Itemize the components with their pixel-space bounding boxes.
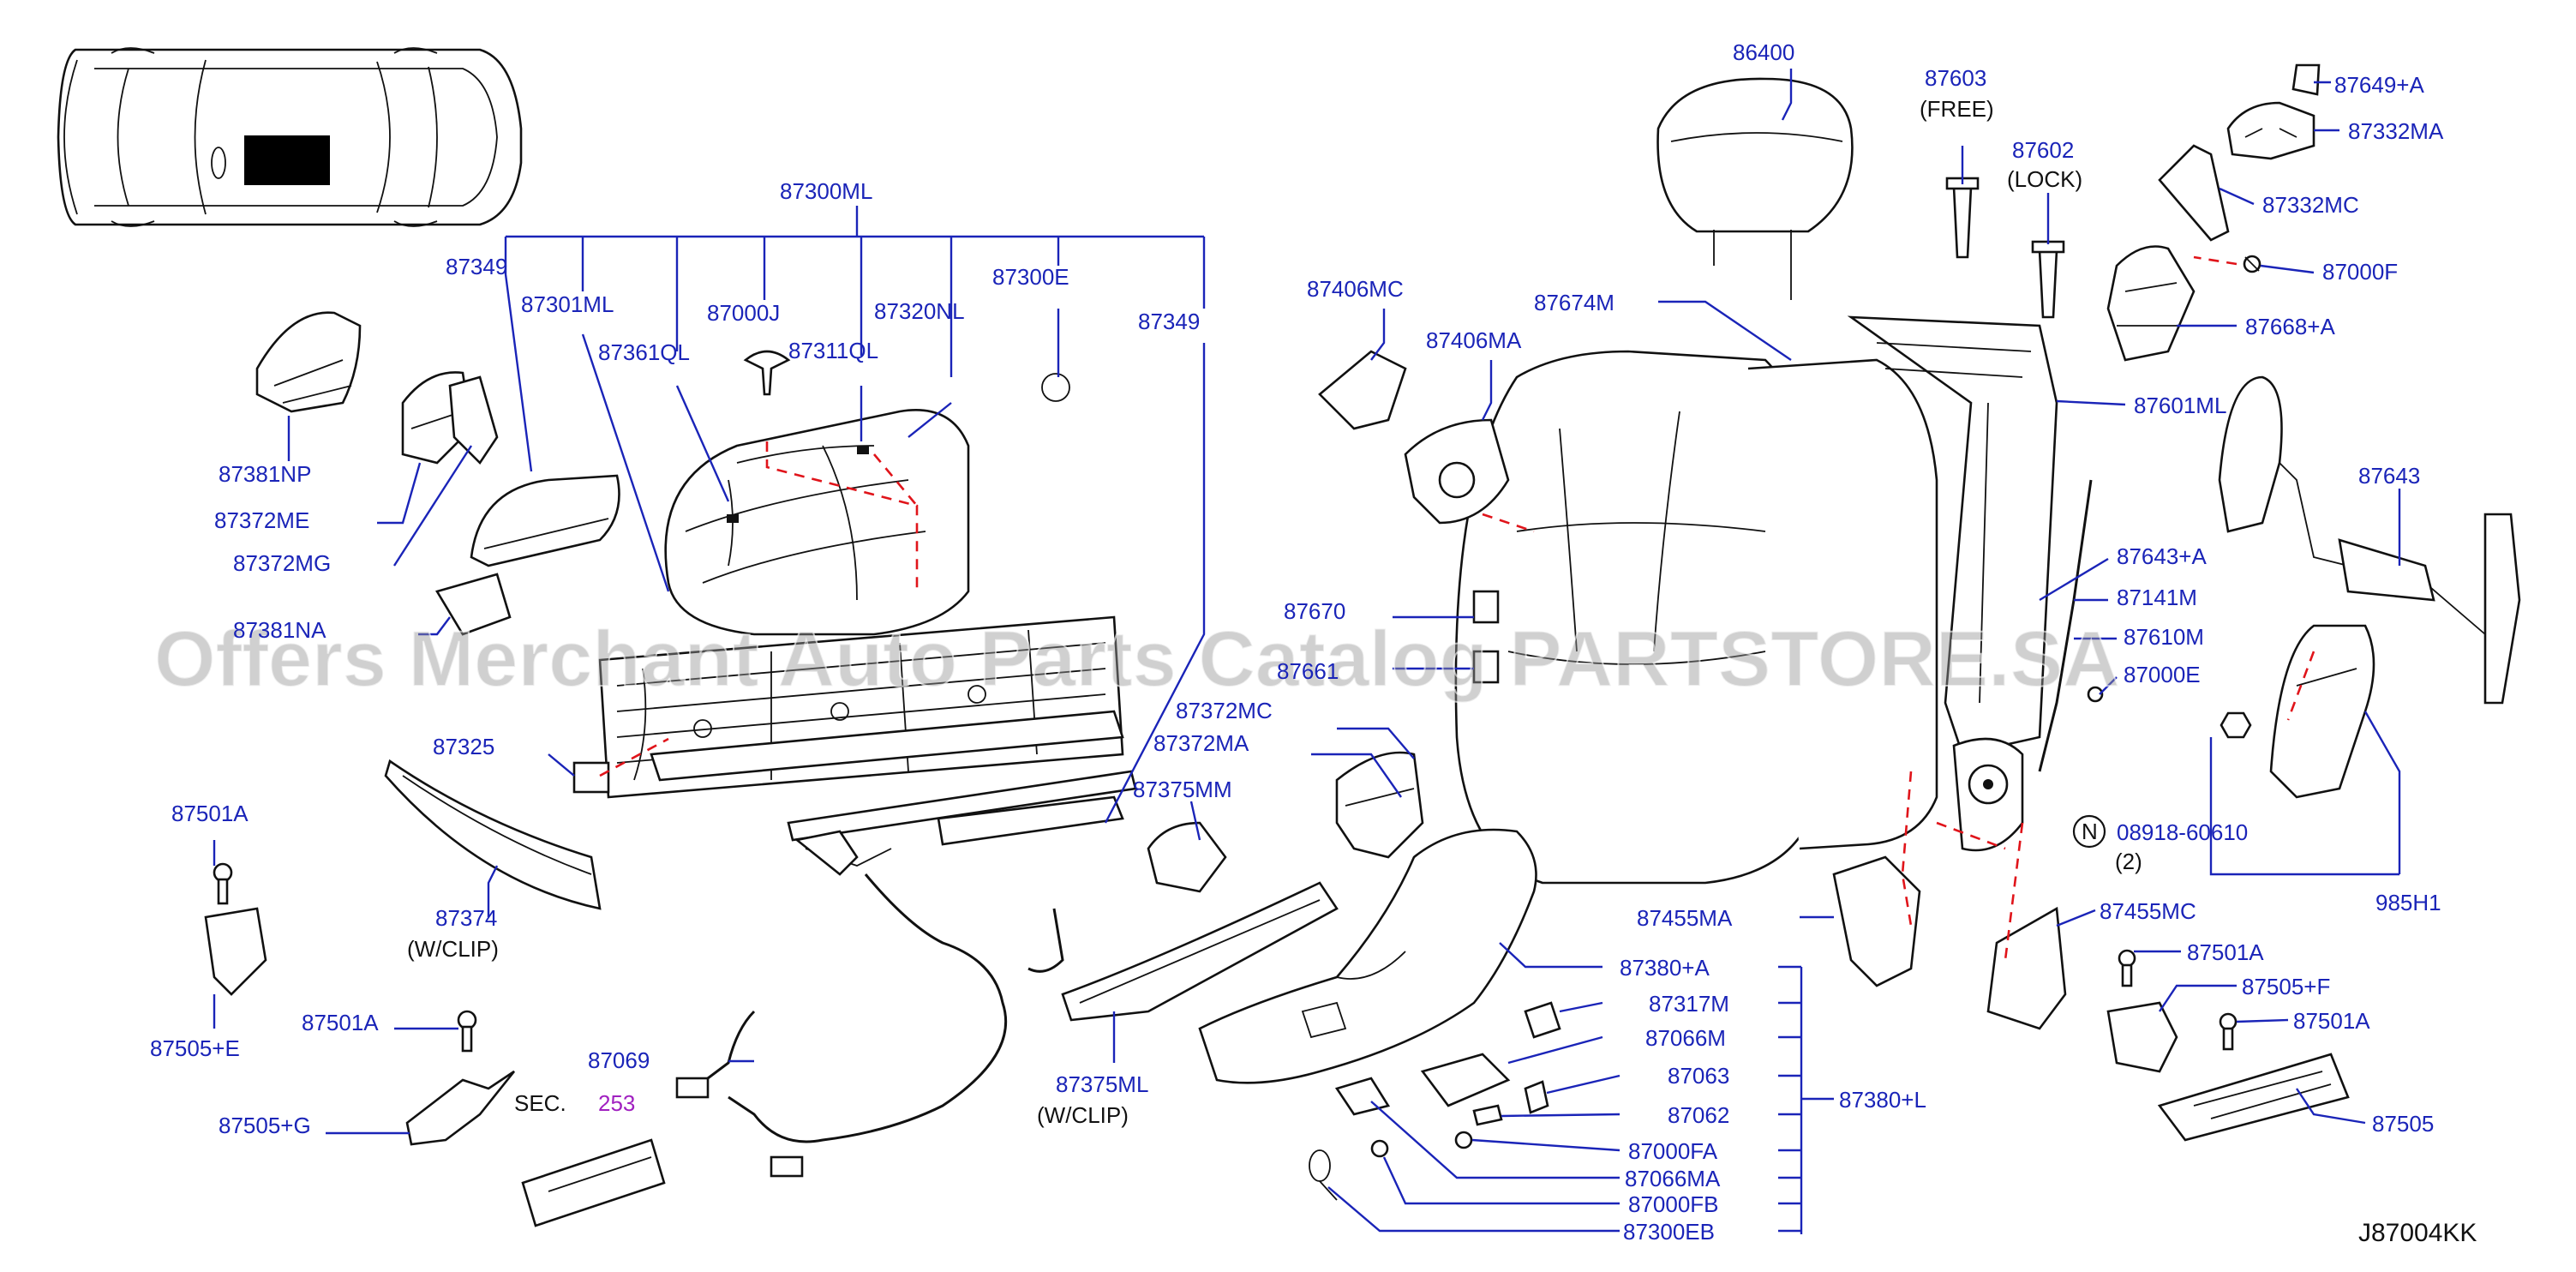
label-86400[interactable]: 86400 xyxy=(1733,39,1794,65)
label-87674M[interactable]: 87674M xyxy=(1534,290,1614,315)
seat-cushion-assembly xyxy=(204,311,1424,1227)
label-87375MM[interactable]: 87375MM xyxy=(1133,777,1232,802)
label-87381NA[interactable]: 87381NA xyxy=(233,617,326,643)
label-87455MA[interactable]: 87455MA xyxy=(1637,905,1733,931)
car-locator-thumbnail xyxy=(57,47,523,227)
label-87643A[interactable]: 87643+A xyxy=(2117,543,2207,569)
label-87372ME[interactable]: 87372ME xyxy=(214,507,309,533)
label-87501A-3[interactable]: 87501A xyxy=(2187,939,2264,965)
label-87375ML-note: (W/CLIP) xyxy=(1037,1102,1129,1128)
label-87501A-1[interactable]: 87501A xyxy=(171,801,249,826)
car-seat-location-marker xyxy=(244,135,330,185)
label-87505F[interactable]: 87505+F xyxy=(2242,974,2330,999)
label-87455MC[interactable]: 87455MC xyxy=(2100,898,2196,924)
label-87332MC[interactable]: 87332MC xyxy=(2262,192,2359,218)
label-87380L[interactable]: 87380+L xyxy=(1839,1087,1926,1113)
label-87374-note: (W/CLIP) xyxy=(407,936,499,962)
label-87501A-2[interactable]: 87501A xyxy=(302,1010,379,1035)
label-87601ML[interactable]: 87601ML xyxy=(2134,393,2226,418)
label-87301ML[interactable]: 87301ML xyxy=(521,291,614,317)
label-87372MC[interactable]: 87372MC xyxy=(1176,698,1273,723)
seat-back-assembly xyxy=(1318,63,2521,1142)
label-87505G[interactable]: 87505+G xyxy=(219,1113,311,1138)
label-87000F[interactable]: 87000F xyxy=(2322,259,2398,285)
label-87406MC[interactable]: 87406MC xyxy=(1307,276,1404,302)
dashed-assembly-leaders xyxy=(599,255,2315,961)
label-87066MA[interactable]: 87066MA xyxy=(1625,1166,1721,1191)
label-87063[interactable]: 87063 xyxy=(1668,1063,1729,1089)
label-87066M[interactable]: 87066M xyxy=(1645,1025,1726,1051)
label-87602-note: (LOCK) xyxy=(2007,166,2082,192)
label-87349-left[interactable]: 87349 xyxy=(446,254,507,279)
part-labels: 87300ML 87349 87301ML 87000J 87320NL 873… xyxy=(150,39,2477,1247)
label-87406MA[interactable]: 87406MA xyxy=(1426,327,1522,353)
label-87610M[interactable]: 87610M xyxy=(2124,624,2204,650)
label-87375ML[interactable]: 87375ML xyxy=(1056,1071,1148,1097)
label-87000FB[interactable]: 87000FB xyxy=(1628,1191,1719,1217)
label-87372MA[interactable]: 87372MA xyxy=(1153,730,1249,756)
label-87649A[interactable]: 87649+A xyxy=(2334,72,2424,98)
label-87062[interactable]: 87062 xyxy=(1668,1102,1729,1128)
label-87603[interactable]: 87603 xyxy=(1925,65,1986,91)
label-87320NL[interactable]: 87320NL xyxy=(874,298,965,324)
label-87069[interactable]: 87069 xyxy=(588,1047,650,1073)
label-87000FA[interactable]: 87000FA xyxy=(1628,1138,1718,1164)
label-87501A-4[interactable]: 87501A xyxy=(2293,1008,2370,1034)
sec-253-link[interactable]: 253 xyxy=(598,1090,635,1116)
label-87602[interactable]: 87602 xyxy=(2012,137,2074,163)
sec-label: SEC. xyxy=(514,1090,566,1116)
label-87300ML[interactable]: 87300ML xyxy=(780,178,872,204)
label-87000E[interactable]: 87000E xyxy=(2124,662,2201,687)
label-87505E[interactable]: 87505+E xyxy=(150,1035,240,1061)
label-87332MA[interactable]: 87332MA xyxy=(2348,118,2444,144)
label-87349-right[interactable]: 87349 xyxy=(1138,309,1200,334)
label-87374[interactable]: 87374 xyxy=(435,905,497,931)
label-87317M[interactable]: 87317M xyxy=(1649,991,1729,1017)
label-87311QL[interactable]: 87311QL xyxy=(788,338,878,363)
label-87325[interactable]: 87325 xyxy=(433,734,494,759)
label-87000J[interactable]: 87000J xyxy=(707,300,780,326)
label-87668A[interactable]: 87668+A xyxy=(2245,314,2335,339)
label-87300EB[interactable]: 87300EB xyxy=(1623,1219,1715,1245)
label-985H1[interactable]: 985H1 xyxy=(2375,890,2441,915)
label-08918-60610[interactable]: 08918-60610 xyxy=(2117,819,2248,845)
n-mark-circle xyxy=(2072,814,2106,849)
seat-adjuster-parts xyxy=(1198,828,1561,1201)
label-87300E[interactable]: 87300E xyxy=(992,264,1069,290)
label-87372MG[interactable]: 87372MG xyxy=(233,550,331,576)
label-87603-note: (FREE) xyxy=(1920,96,1994,122)
label-87661[interactable]: 87661 xyxy=(1277,658,1339,684)
callout-lines xyxy=(213,69,2401,1234)
label-87380A[interactable]: 87380+A xyxy=(1620,955,1710,981)
label-87381NP[interactable]: 87381NP xyxy=(219,461,311,487)
label-87643[interactable]: 87643 xyxy=(2358,463,2420,489)
diagram-code: J87004KK xyxy=(2358,1219,2477,1247)
label-08918-qty: (2) xyxy=(2115,849,2142,874)
label-87361QL[interactable]: 87361QL xyxy=(598,339,690,365)
n-mark: N xyxy=(2082,819,2098,844)
label-87505[interactable]: 87505 xyxy=(2372,1111,2434,1137)
label-87670[interactable]: 87670 xyxy=(1284,598,1345,624)
watermark-text: Offers Merchant Auto Parts Catalog PARTS… xyxy=(154,615,2120,703)
label-87141M[interactable]: 87141M xyxy=(2117,585,2197,610)
